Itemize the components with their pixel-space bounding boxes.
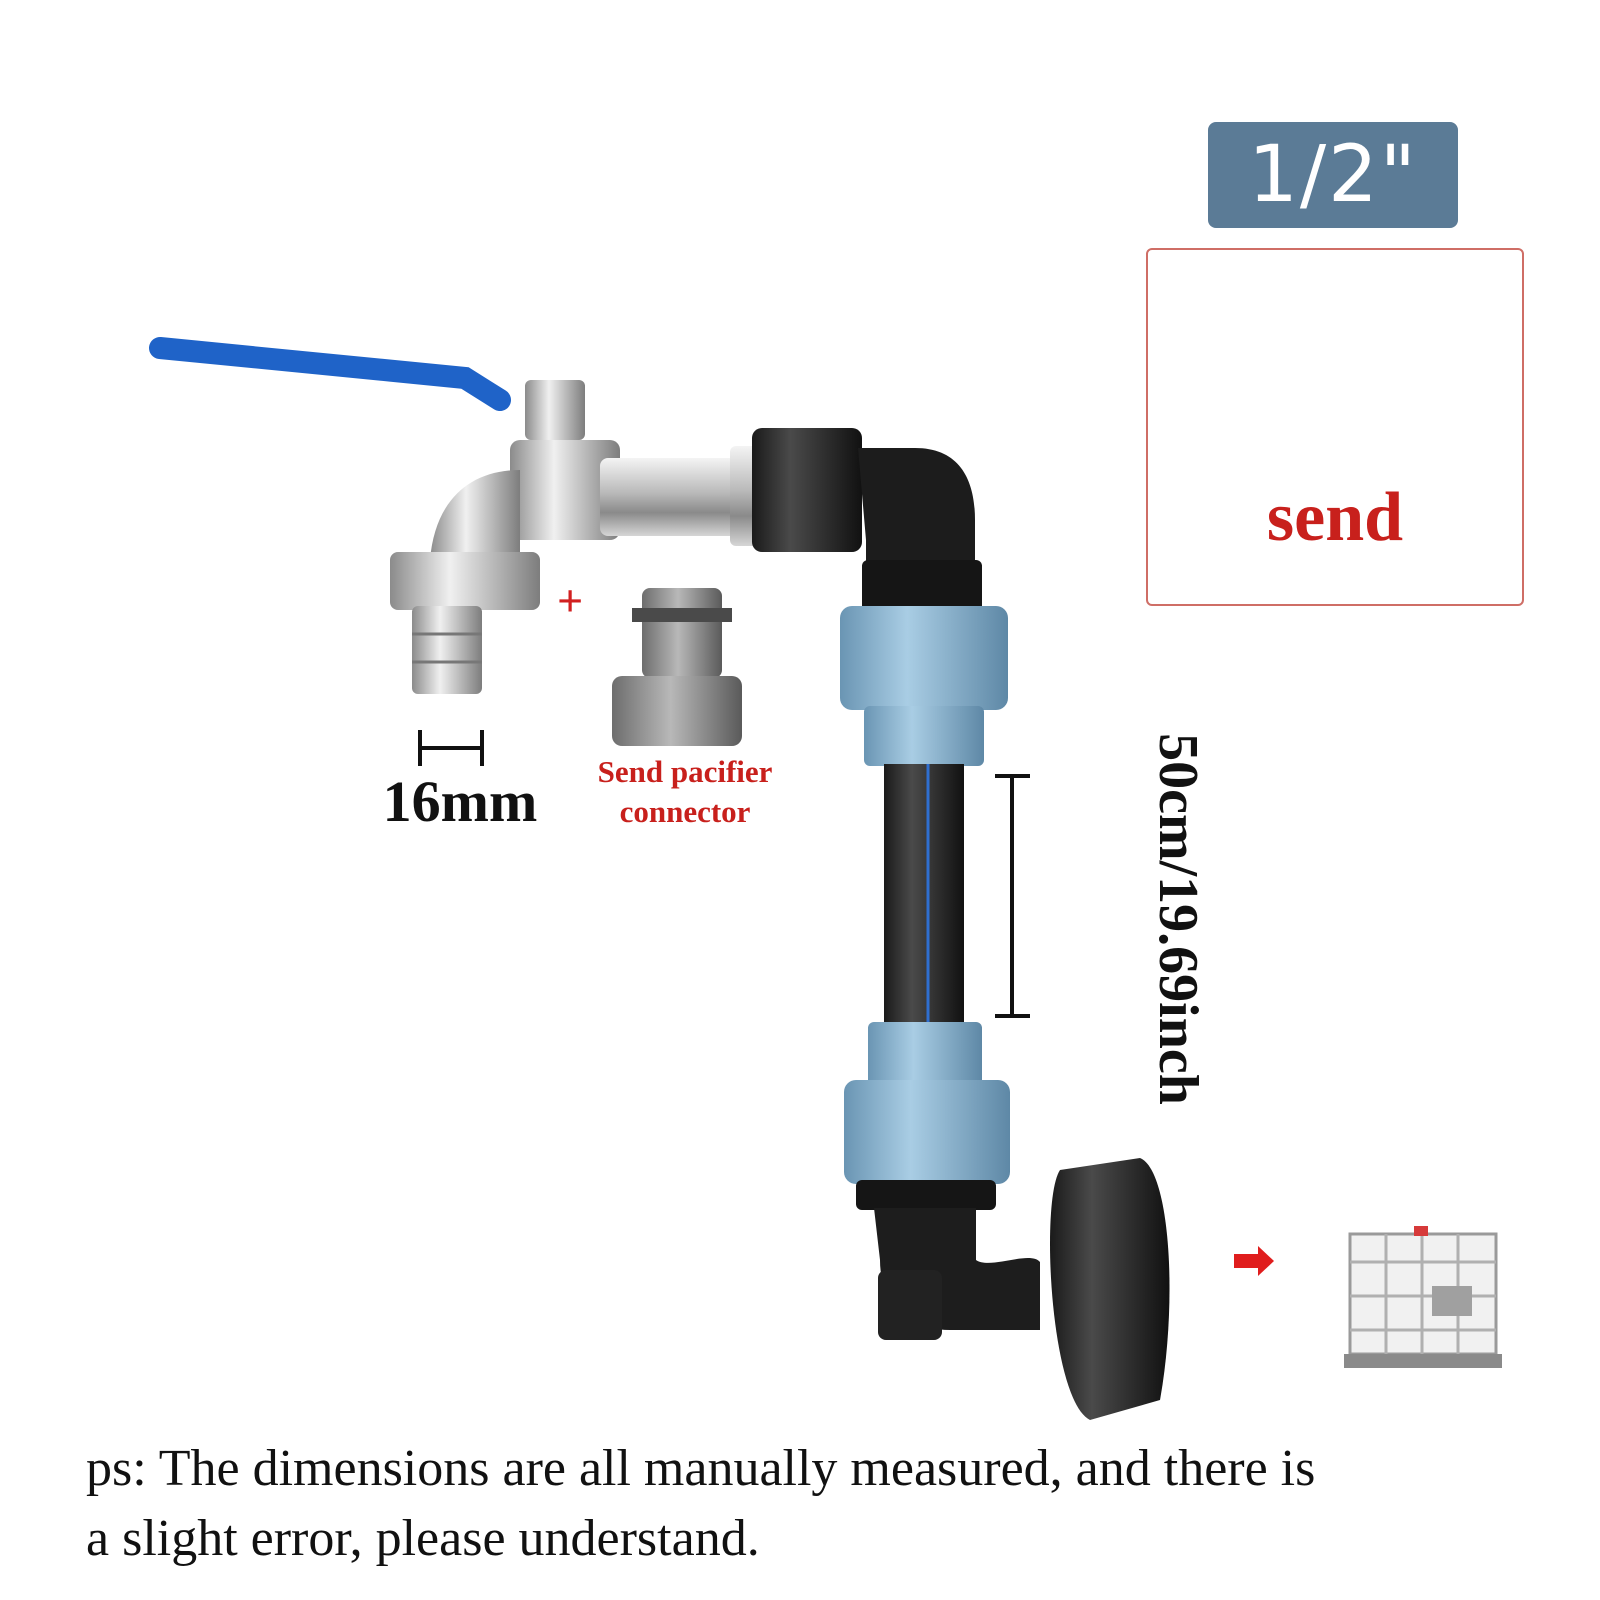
plus-sign: + — [557, 575, 584, 626]
ibc-tank-icon — [1344, 1226, 1502, 1368]
faucet-nut — [390, 552, 540, 610]
ibc-tank-adapter — [856, 1158, 1170, 1420]
measurement-note: ps: The dimensions are all manually meas… — [86, 1434, 1526, 1574]
pacifier-label: Send pacifier connector — [570, 752, 800, 832]
valve-handle — [149, 337, 511, 411]
pacifier-connector — [612, 588, 742, 746]
brass-faucet — [149, 337, 760, 694]
note-line-2: a slight error, please understand. — [86, 1510, 760, 1567]
upper-blue-coupling — [840, 606, 1008, 766]
lower-blue-coupling — [844, 1022, 1010, 1184]
dimension-marker-50cm — [995, 774, 1030, 1018]
dimension-marker-16mm — [418, 730, 484, 766]
pacifier-label-line2: connector — [619, 794, 751, 829]
faucet-outlet-size: 16mm — [382, 769, 538, 834]
tape-label: send — [1266, 479, 1404, 556]
tape-panel — [1146, 248, 1524, 606]
hose-barb — [412, 606, 482, 694]
pipe-length-label: 50cm/19.69inch — [1147, 733, 1209, 1105]
upper-elbow — [752, 428, 982, 616]
note-line-1: ps: The dimensions are all manually meas… — [86, 1440, 1316, 1497]
pacifier-label-line1: Send pacifier — [597, 754, 773, 789]
thread-size-badge: 1/2" — [1208, 122, 1458, 228]
red-arrow-icon — [1234, 1246, 1274, 1276]
black-pipe — [884, 764, 964, 1030]
